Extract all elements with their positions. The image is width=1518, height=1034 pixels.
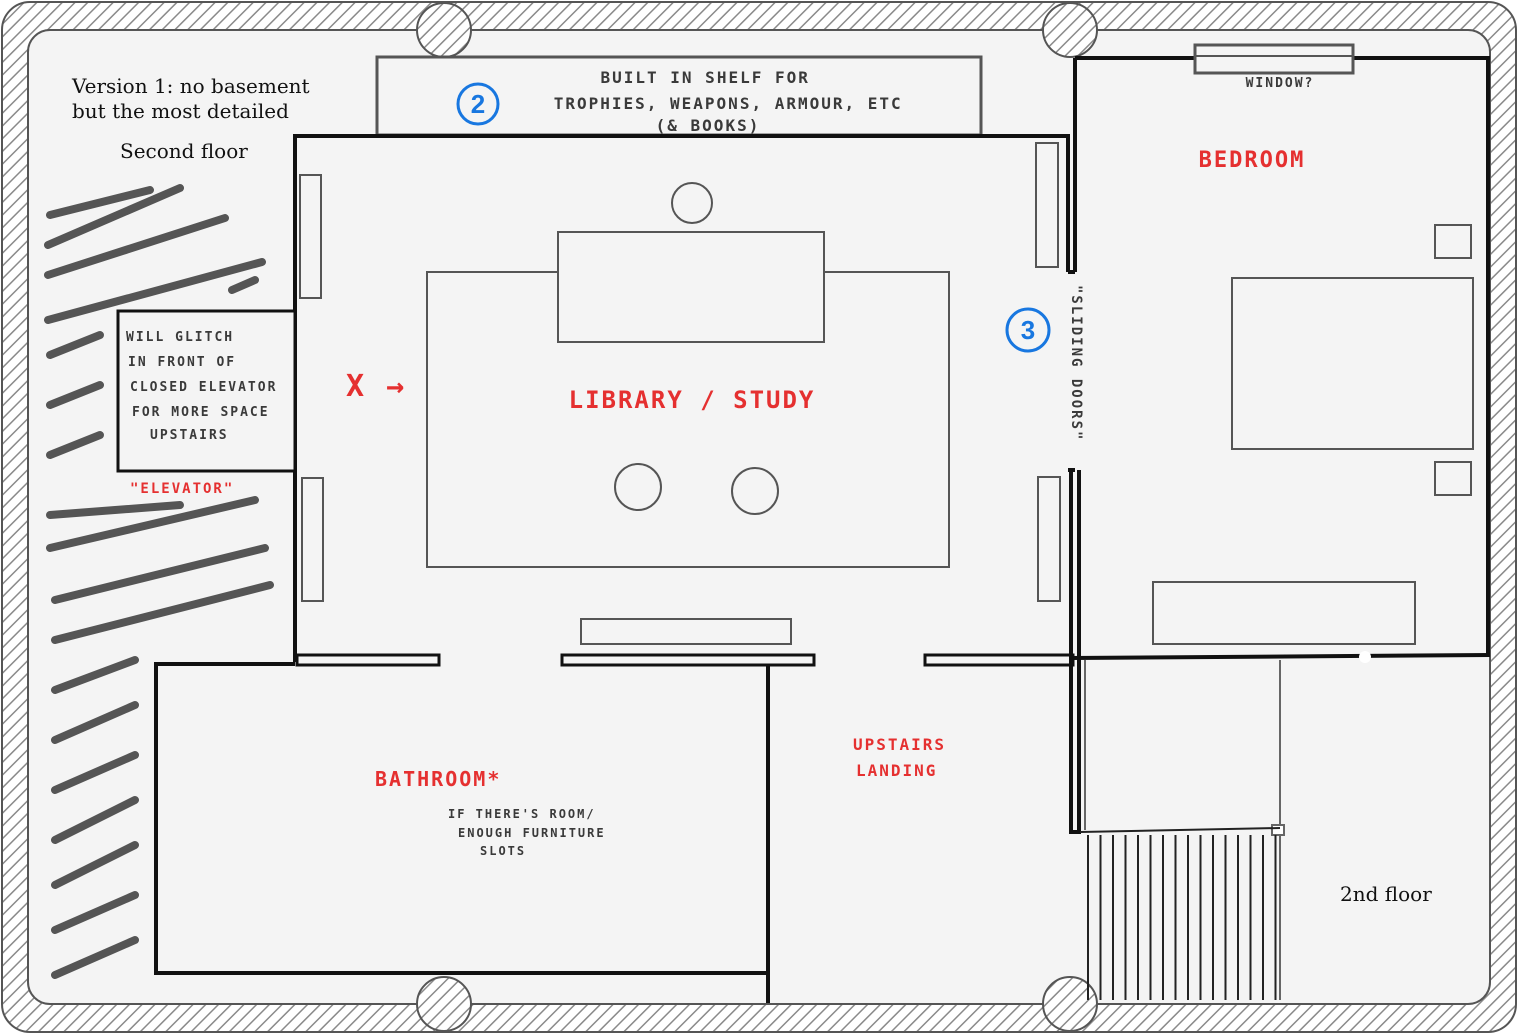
sliding-doors-label: "SLIDING DOORS" — [1068, 285, 1084, 441]
elevator-line5: UPSTAIRS — [150, 428, 229, 443]
svg-text:BUILT IN SHELF FOR TROPHIE: BUILT IN SHELF FOR TROPHIES, WEAPONS, AR… — [554, 68, 915, 135]
marker-2-circle — [456, 82, 500, 126]
shelf-line2: TROPHIES, WEAPONS, ARMOUR, ETC — [554, 94, 903, 113]
window-frame — [1193, 43, 1355, 75]
svg-text:Version 1: no basement but: Version 1: no basement but the most deta… — [71, 74, 316, 123]
stair-top-edge — [1079, 827, 1281, 833]
nightstand-bottom — [1434, 461, 1472, 496]
elevator-line1: WILL GLITCH — [126, 330, 234, 345]
bathroom-walls — [154, 662, 770, 1003]
floor-label: Second floor — [120, 139, 248, 163]
bookshelf-left-bottom — [301, 477, 324, 602]
elevator-line3: CLOSED ELEVATOR — [130, 380, 277, 395]
library-furniture — [299, 142, 1061, 645]
title-note-line2: but the most detailed — [72, 99, 289, 123]
built-in-shelf — [375, 55, 983, 137]
bedroom-label: BEDROOM — [1199, 148, 1306, 173]
x-marker: X → — [346, 369, 406, 404]
stairwell — [1084, 660, 1285, 1000]
bathroom-label: BATHROOM* — [375, 767, 501, 791]
svg-text:IF THERE'S ROOM/ ENOUGH FU: IF THERE'S ROOM/ ENOUGH FURNITURE SLOTS — [448, 807, 615, 858]
svg-text:WILL GLITCH IN FRONT OF: WILL GLITCH IN FRONT OF CLOSED ELEVATOR … — [126, 330, 287, 443]
elevator-label: "ELEVATOR" — [130, 481, 234, 497]
armchair-right — [731, 467, 779, 515]
door-knob — [1359, 651, 1371, 663]
library-label: LIBRARY / STUDY — [569, 386, 816, 414]
marker-2-label: 2 — [471, 89, 485, 119]
bookshelf-right-bottom — [1037, 476, 1061, 602]
bench — [580, 618, 792, 645]
bedroom-furniture — [1152, 43, 1474, 663]
armchair-left — [614, 463, 662, 511]
marker-3-label: 3 — [1021, 315, 1035, 345]
bed — [1231, 277, 1474, 450]
library-bottom-walls — [295, 653, 1075, 667]
unused-area-scribble — [44, 184, 274, 979]
dresser — [1152, 581, 1416, 645]
window-label: WINDOW? — [1246, 76, 1315, 91]
title-note-line1: Version 1: no basement — [71, 74, 310, 98]
marker-3-circle — [1005, 307, 1051, 353]
bookshelf-left-top — [299, 174, 322, 299]
bathroom-note3: SLOTS — [480, 844, 526, 858]
bathroom-note2: ENOUGH FURNITURE — [458, 826, 606, 840]
stair-treads — [1079, 827, 1281, 1000]
bathroom-note1: IF THERE'S ROOM/ — [448, 807, 596, 821]
column-notches — [416, 2, 1098, 1032]
elevator-box — [116, 309, 297, 473]
bookshelf-right-top — [1035, 142, 1059, 268]
svg-text:UPSTAIRS LANDING: UPSTAIRS LANDING — [853, 735, 958, 780]
shelf-line1: BUILT IN SHELF FOR — [600, 68, 809, 87]
desk-chair — [671, 182, 713, 224]
corner-floor-label: 2nd floor — [1340, 882, 1432, 906]
shelf-line3: (& BOOKS) — [656, 116, 761, 135]
elevator-line4: FOR MORE SPACE — [132, 405, 270, 420]
desk — [557, 231, 825, 343]
nightstand-top — [1434, 224, 1472, 259]
landing-line1: UPSTAIRS — [853, 735, 946, 754]
elevator-line2: IN FRONT OF — [128, 355, 236, 370]
landing-line2: LANDING — [856, 761, 937, 780]
